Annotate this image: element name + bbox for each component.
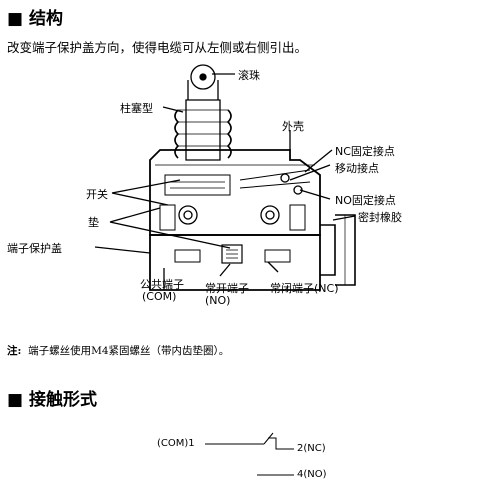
label-nc-terminal: 常闭端子(NC) [270,282,339,295]
label-plunger: 柱塞型 [120,102,153,115]
label-switch: 开关 [86,188,108,201]
note-text: 端子螺丝使用M4紧固螺丝（带内齿垫圈）。 [28,345,230,357]
label-com-terminal: 公共端子 [140,278,184,291]
label-roller: 滚珠 [238,69,260,82]
label-nc-fixed-contact: NC固定接点 [335,145,395,158]
plunger-shape [185,99,221,161]
terminal-screw-note: 注: 端子螺丝使用M4紧固螺丝（带内齿垫圈）。 [7,343,229,358]
contact-nc-label: 2(NC) [297,443,326,454]
label-gasket: 垫 [88,216,99,229]
section-heading-contact-form: ■ 接触形式 [7,390,97,410]
roller-shape [190,64,216,90]
label-housing: 外壳 [282,120,304,133]
note-prefix: 注: [7,345,22,357]
contact-no-label: 4(NO) [297,469,327,480]
cable-gland-shape [320,224,336,276]
label-no-terminal-code: (NO) [205,294,231,307]
section-heading-structure: ■ 结构 [7,9,63,29]
label-no-fixed-contact: NO固定接点 [335,194,396,207]
label-moving-contact: 移动接点 [335,162,379,175]
label-seal-rubber: 密封橡胶 [358,211,402,224]
nc-wire [268,437,294,450]
label-com-terminal-code: (COM) [142,290,177,303]
label-no-terminal: 常开端子 [205,282,249,295]
lower-body-shape [149,234,321,291]
contact-com-label: (COM)1 [157,438,195,449]
structure-description: 改变端子保护盖方向，使得电缆可从左侧或右侧引出。 [7,40,308,55]
label-terminal-cover: 端子保护盖 [7,242,62,255]
